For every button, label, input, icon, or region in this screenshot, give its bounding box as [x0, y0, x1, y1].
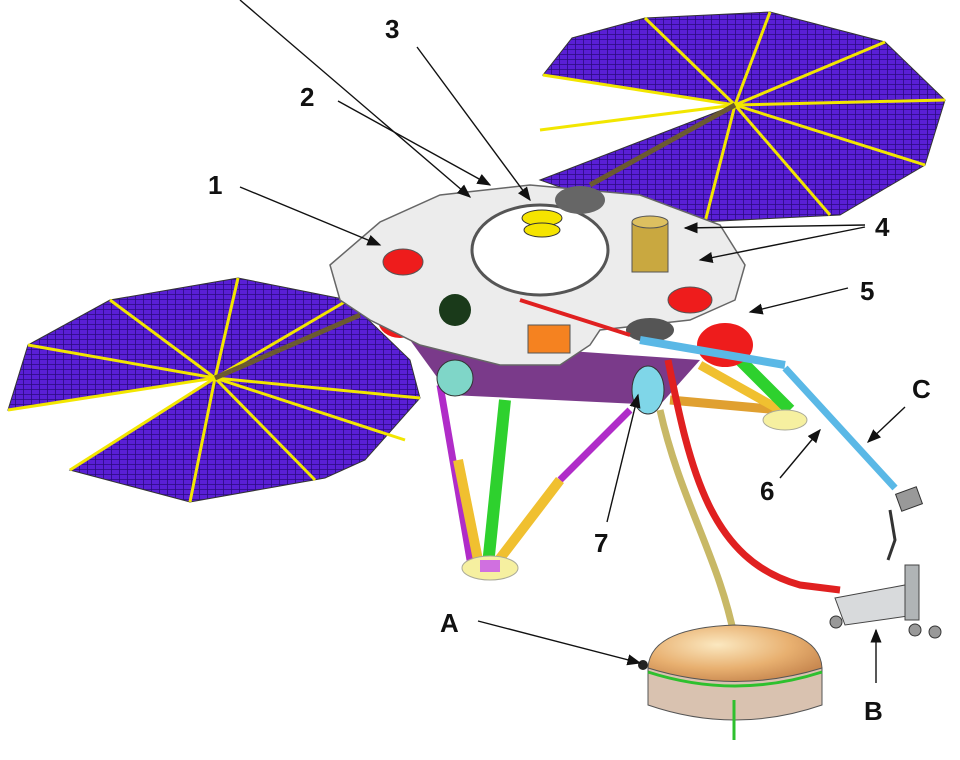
label-c: C [912, 374, 931, 404]
landing-legs [436, 355, 808, 581]
label-a: A [440, 608, 459, 638]
tethers [656, 359, 841, 641]
instrument-b-mole [829, 564, 942, 639]
left-solar-array [7, 277, 421, 503]
lander-deck [329, 184, 746, 366]
label-2: 2 [300, 82, 315, 112]
label-6: 6 [760, 476, 775, 506]
leader-lines [239, 0, 906, 683]
label-1: 1 [208, 170, 223, 200]
right-solar-array [538, 11, 946, 223]
robotic-arm [639, 336, 924, 561]
label-b: B [864, 696, 883, 726]
label-4: 4 [875, 212, 890, 242]
label-5: 5 [860, 276, 875, 306]
label-3: 3 [385, 14, 400, 44]
instrument-a-dome [638, 624, 823, 740]
label-7: 7 [594, 528, 609, 558]
